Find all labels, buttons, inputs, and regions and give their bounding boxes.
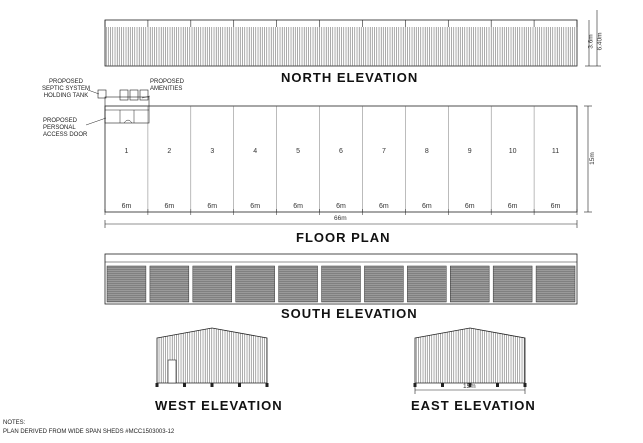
- north-height-dim-eave: 3.6m: [587, 34, 595, 49]
- east-width-dim: 15m: [463, 383, 476, 390]
- roller-door: [450, 265, 490, 303]
- footing: [523, 383, 527, 387]
- roller-door: [149, 265, 190, 303]
- bay-width-dim: 6m: [336, 203, 346, 210]
- footing: [496, 383, 499, 387]
- south-elevation-title: SOUTH ELEVATION: [281, 306, 418, 321]
- footing: [183, 383, 186, 387]
- east-elevation: [413, 327, 527, 394]
- west-footings: [155, 383, 269, 387]
- bay-number: 11: [551, 148, 560, 155]
- east-elevation-title: EAST ELEVATION: [411, 398, 536, 413]
- footing: [468, 383, 472, 387]
- south-elevation: [104, 253, 578, 305]
- floor-plan-title: FLOOR PLAN: [296, 230, 391, 245]
- footing: [210, 383, 214, 387]
- bay-number: 9: [467, 148, 472, 155]
- roller-door: [235, 265, 275, 303]
- bay-number: 8: [424, 148, 429, 155]
- access-door-annotation: PROPOSED PERSONAL ACCESS DOOR: [43, 118, 88, 138]
- bay-width-dim: 6m: [550, 203, 561, 210]
- footing: [265, 383, 269, 387]
- bay-number: 4: [253, 148, 258, 155]
- bay-width-dim: 6m: [421, 203, 432, 210]
- roller-door: [192, 265, 232, 303]
- bay-number: 5: [296, 148, 301, 155]
- bay-width-dim: 6m: [250, 203, 261, 210]
- west-elevation-title: WEST ELEVATION: [155, 398, 283, 413]
- bay-number: 2: [167, 148, 172, 155]
- septic-annotation: PROPOSED SEPTIC SYSTEM HOLDING TANK: [42, 79, 91, 99]
- west-elevation: [155, 327, 269, 387]
- floor-plan: [85, 89, 592, 228]
- footing: [155, 383, 159, 387]
- roller-door: [278, 265, 318, 303]
- plan-bottom-dims: [104, 209, 578, 215]
- east-footings: [413, 383, 527, 387]
- roller-door: [535, 265, 576, 303]
- bay-width-dim: 6m: [164, 203, 175, 210]
- overall-length-dim: 66m: [334, 215, 347, 222]
- bay-number: 1: [124, 148, 129, 155]
- footing: [238, 383, 241, 387]
- roller-door: [364, 265, 404, 303]
- north-height-dim-ridge: 6.40m: [596, 32, 604, 51]
- bay-width-dim: 6m: [464, 203, 475, 210]
- north-elevation-title: NORTH ELEVATION: [281, 70, 419, 85]
- north-elevation: [104, 10, 601, 67]
- roller-door: [321, 265, 361, 303]
- depth-dim: 15m: [588, 152, 596, 165]
- notes-line-1: PLAN DERIVED FROM WIDE SPAN SHEDS #MCC15…: [3, 429, 175, 435]
- footing: [441, 383, 444, 387]
- north-bay-ticks: [104, 20, 578, 27]
- roller-door: [492, 265, 533, 303]
- footing: [413, 383, 417, 387]
- bay-number: 7: [381, 148, 386, 155]
- amenities-annotation: PROPOSED AMENITIES: [150, 79, 185, 92]
- bay-number: 6: [339, 148, 343, 155]
- roller-door: [407, 265, 447, 303]
- bay-number: 10: [508, 148, 517, 155]
- bay-width-dim: 6m: [293, 203, 303, 210]
- plan-bay-dividers: [147, 106, 535, 212]
- bay-number: 3: [210, 148, 215, 155]
- notes-heading: NOTES:: [3, 420, 26, 426]
- bay-width-dim: 6m: [379, 203, 389, 210]
- bay-width-dim: 6m: [507, 203, 518, 210]
- south-roller-doors: [106, 265, 576, 303]
- bay-width-dim: 6m: [207, 203, 218, 210]
- roller-door: [106, 265, 147, 303]
- bay-width-dim: 6m: [121, 203, 132, 210]
